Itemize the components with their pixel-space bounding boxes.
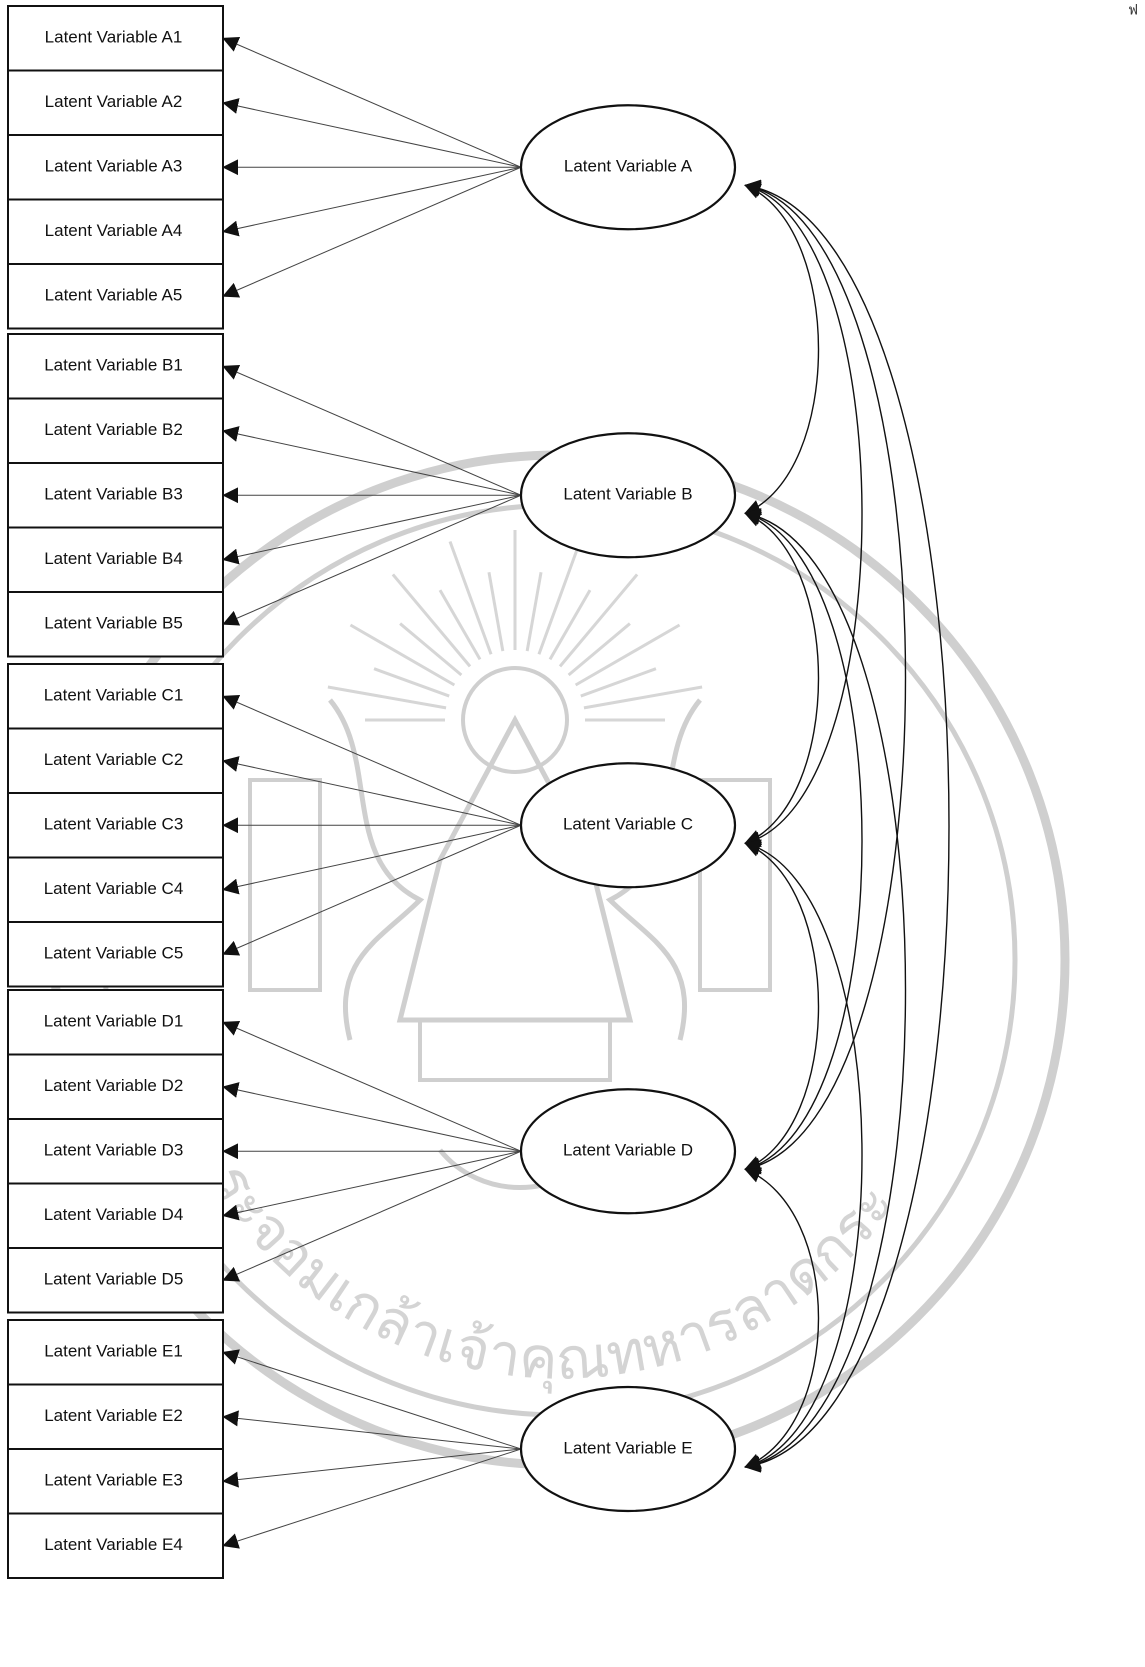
indicator-label: Latent Variable C3	[44, 815, 184, 834]
indicator-box	[7, 397, 224, 464]
indicator-box	[7, 663, 224, 730]
indicator-label: Latent Variable D5	[44, 1270, 184, 1289]
latent-ellipse	[519, 762, 737, 889]
indicator-label: Latent Variable D4	[44, 1205, 184, 1224]
latent-label: Latent Variable D	[563, 1141, 693, 1160]
indicator-label: Latent Variable A4	[45, 221, 183, 240]
covariance-arrow	[744, 179, 950, 1473]
indicator-box	[7, 69, 224, 136]
covariance-arrow	[744, 839, 863, 1471]
loading-arrow	[222, 494, 522, 626]
indicator-label: Latent Variable A1	[45, 28, 183, 47]
indicator-box	[7, 792, 224, 859]
loading-arrow	[222, 1448, 522, 1488]
indicator-label: Latent Variable E3	[44, 1471, 183, 1490]
loading-arrow	[222, 426, 522, 496]
loading-arrow	[222, 98, 522, 168]
loading-arrow	[222, 364, 522, 496]
loading-arrow	[222, 756, 522, 826]
indicator-box	[7, 1182, 224, 1249]
covariance-arrows	[744, 179, 950, 1473]
indicator-label: Latent Variable C1	[44, 686, 184, 705]
latent-ellipse	[519, 1088, 737, 1215]
indicator-box	[7, 921, 224, 988]
indicator-label: Latent Variable B3	[44, 485, 183, 504]
covariance-arrow	[744, 183, 820, 515]
indicator-box	[7, 1512, 224, 1579]
covariance-arrow	[744, 508, 907, 1473]
indicator-label: Latent Variable A3	[45, 157, 183, 176]
indicator-box	[7, 263, 224, 330]
indicator-label: Latent Variable B5	[44, 614, 183, 633]
indicator-label: Latent Variable C2	[44, 750, 184, 769]
covariance-arrow	[744, 180, 907, 1175]
loading-arrow	[222, 1150, 522, 1221]
loading-arrow	[222, 1150, 522, 1282]
latent-label: Latent Variable A	[564, 157, 693, 176]
loading-arrow	[222, 36, 522, 168]
covariance-arrow	[744, 1167, 820, 1469]
loading-arrow	[222, 1082, 522, 1152]
latent-ellipse	[519, 1385, 737, 1513]
indicator-label: Latent Variable C4	[44, 879, 184, 898]
diagram-nodes: Latent Variable A1 Latent Variable A2 Late…	[7, 5, 737, 1579]
latent-label: Latent Variable B	[563, 485, 692, 504]
indicator-box	[7, 5, 224, 72]
latent-ellipse	[519, 104, 737, 231]
indicator-box	[7, 1319, 224, 1386]
indicator-box	[7, 1053, 224, 1120]
indicator-label: Latent Variable E1	[44, 1342, 183, 1361]
indicator-box	[7, 462, 224, 529]
covariance-arrow	[744, 511, 820, 845]
indicator-box	[7, 134, 224, 201]
indicator-box	[7, 856, 224, 923]
indicator-box	[7, 198, 224, 265]
indicator-label: Latent Variable B2	[44, 420, 183, 439]
loading-arrow	[222, 824, 522, 895]
loading-arrow	[222, 1410, 522, 1450]
loading-arrow	[222, 1448, 522, 1549]
covariance-arrow	[744, 181, 863, 848]
covariance-arrow	[744, 509, 863, 1174]
indicator-label: Latent Variable A2	[45, 92, 183, 111]
indicator-label: Latent Variable D2	[44, 1076, 184, 1095]
indicator-box	[7, 1247, 224, 1314]
indicator-box	[7, 989, 224, 1056]
loading-arrow	[222, 166, 522, 298]
loading-arrows	[222, 36, 522, 1549]
indicator-box	[7, 1383, 224, 1450]
latent-ellipse	[519, 432, 737, 559]
latent-label: Latent Variable C	[563, 815, 693, 834]
indicator-label: Latent Variable B1	[44, 356, 183, 375]
indicator-label: Latent Variable B4	[44, 549, 183, 568]
indicator-label: Latent Variable E2	[44, 1406, 183, 1425]
loading-arrow	[222, 1020, 522, 1152]
indicator-label: Latent Variable E4	[44, 1535, 183, 1554]
covariance-arrow	[744, 841, 820, 1171]
loading-arrow	[222, 824, 522, 956]
indicator-box	[7, 1448, 224, 1515]
indicator-label: Latent Variable C5	[44, 944, 184, 963]
corner-mark: ฟ	[1128, 1, 1138, 17]
loading-arrow	[222, 1349, 522, 1450]
latent-label: Latent Variable E	[563, 1438, 692, 1457]
loading-arrow	[222, 494, 522, 565]
indicator-box	[7, 727, 224, 794]
indicator-box	[7, 526, 224, 593]
indicator-box	[7, 591, 224, 658]
loading-arrow	[222, 166, 522, 237]
loading-arrow	[222, 694, 522, 826]
indicator-label: Latent Variable A5	[45, 286, 183, 305]
indicator-label: Latent Variable D3	[44, 1141, 184, 1160]
indicator-label: Latent Variable D1	[44, 1012, 184, 1031]
